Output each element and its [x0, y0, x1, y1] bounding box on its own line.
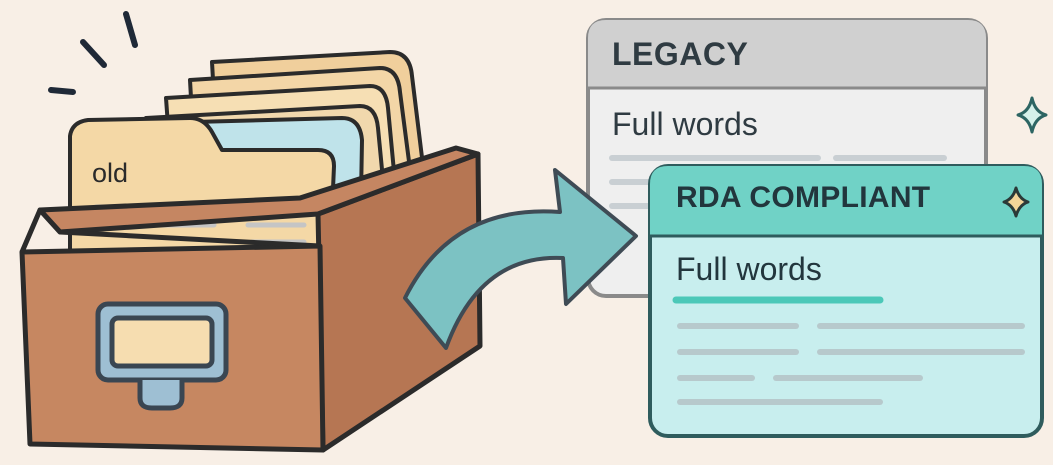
legacy-card-text: Full words — [612, 106, 758, 142]
rda-card-text: Full words — [676, 251, 822, 287]
curved-arrow — [403, 168, 638, 350]
rda-card-title: RDA COMPLIANT — [676, 181, 931, 214]
folder-tab-label: old — [92, 158, 129, 188]
drawer-handle — [95, 301, 229, 411]
legacy-card-title: LEGACY — [612, 36, 749, 72]
diamond-icon — [1002, 186, 1030, 218]
sparkle-icon — [1016, 96, 1048, 134]
rda-card-shape — [648, 164, 1044, 438]
burst-lines — [48, 11, 138, 95]
